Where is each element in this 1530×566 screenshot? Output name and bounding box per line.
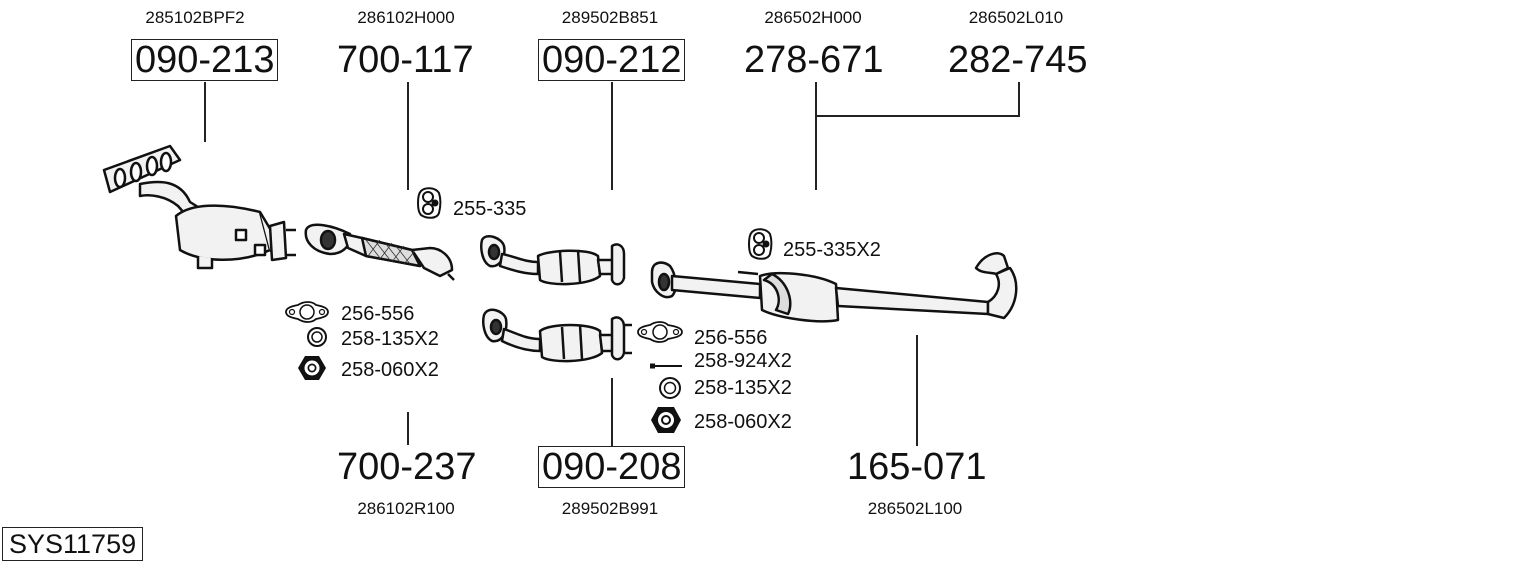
accessory-label[interactable]: 258-060X2 <box>694 411 792 433</box>
leader-line <box>407 412 409 445</box>
catalyst-lower-drawing[interactable] <box>480 305 632 367</box>
leader-line <box>611 82 613 190</box>
manifold-catalyst-drawing[interactable] <box>100 140 300 275</box>
accessory-label[interactable]: 255-335X2 <box>783 239 881 261</box>
oe-number-2: 286102H000 <box>357 8 455 27</box>
part-number-165-071[interactable]: 165-071 <box>847 446 987 488</box>
bolt-icon <box>650 363 682 369</box>
accessory-label[interactable]: 255-335 <box>453 198 527 220</box>
gasket-icon <box>285 301 329 323</box>
washer-icon <box>307 327 327 347</box>
center-silencer-pipe-drawing[interactable] <box>648 244 1033 330</box>
part-number-090-208[interactable]: 090-208 <box>538 446 686 488</box>
part-number-278-671[interactable]: 278-671 <box>744 39 884 81</box>
part-number-700-117[interactable]: 700-117 <box>337 39 474 81</box>
oe-number-5: 286502L010 <box>968 8 1064 27</box>
accessory-label[interactable]: 258-060X2 <box>341 359 439 381</box>
gasket-icon <box>637 321 683 343</box>
accessory-label[interactable]: 256-556 <box>694 327 768 349</box>
oe-number-6: 286102R100 <box>357 499 455 518</box>
hex-nut-icon <box>298 356 326 380</box>
accessory-label[interactable]: 258-135X2 <box>341 328 439 350</box>
part-number-090-213[interactable]: 090-213 <box>131 39 279 81</box>
accessory-label[interactable]: 258-924X2 <box>694 350 792 372</box>
part-number-700-237[interactable]: 700-237 <box>337 446 477 488</box>
oe-number-1: 285102BPF2 <box>145 8 245 27</box>
part-number-090-212[interactable]: 090-212 <box>538 39 686 81</box>
rubber-hanger-icon <box>748 228 773 260</box>
rubber-hanger-icon <box>417 187 442 219</box>
leader-line <box>204 82 206 142</box>
leader-line <box>815 82 817 190</box>
leader-line <box>611 378 613 446</box>
part-number-282-745[interactable]: 282-745 <box>948 39 1088 81</box>
oe-number-8: 286502L100 <box>867 499 963 518</box>
washer-icon <box>659 377 681 399</box>
leader-line <box>1018 82 1020 116</box>
leader-line <box>916 335 918 446</box>
accessory-label[interactable]: 258-135X2 <box>694 377 792 399</box>
leader-line <box>407 82 409 190</box>
oe-number-7: 289502B991 <box>561 499 659 518</box>
accessory-label[interactable]: 256-556 <box>341 303 415 325</box>
oe-number-4: 286502H000 <box>764 8 862 27</box>
catalyst-upper-drawing[interactable] <box>478 232 630 290</box>
leader-line <box>815 115 1020 117</box>
flex-pipe-drawing[interactable] <box>300 212 465 287</box>
system-id-label: SYS11759 <box>2 527 144 561</box>
hex-nut-icon <box>651 407 681 433</box>
oe-number-3: 289502B851 <box>561 8 659 27</box>
